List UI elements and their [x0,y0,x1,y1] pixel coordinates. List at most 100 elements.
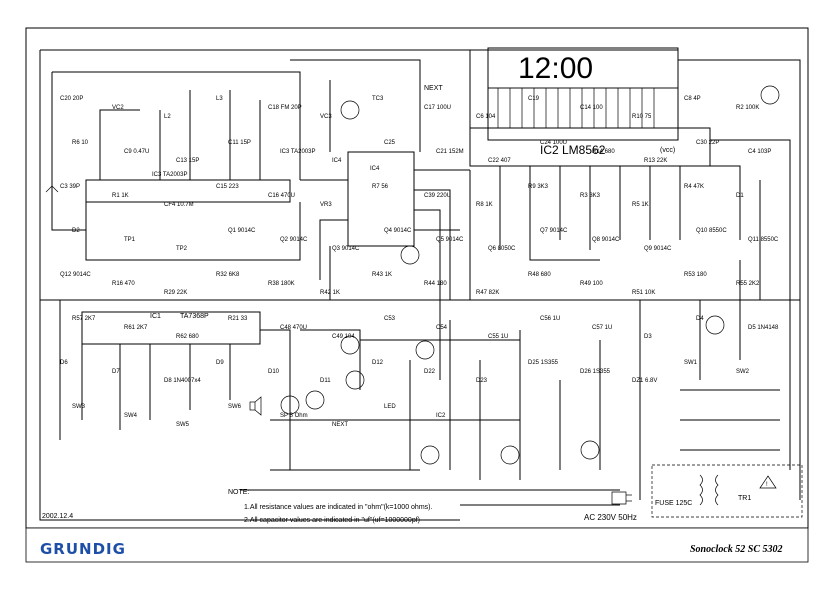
component-label: D5 1N4148 [748,325,779,331]
component-label: D9 [216,360,224,366]
antenna-icon [45,185,59,210]
transistor-symbol [400,245,420,265]
component-label: DZ1 6.8V [632,378,657,384]
component-label: VC2 [112,105,124,111]
component-label: R44 180 [424,281,447,287]
component-label: R14 680 [592,149,615,155]
warning-icon: ! [766,482,768,488]
component-label: C4 103P [748,149,771,155]
component-label: C3 39P [60,184,80,190]
component-label: D23 [476,378,488,384]
component-label: C18 FM 20P [268,105,302,111]
component-label: C8 4P [684,96,701,102]
component-label: SW6 [228,404,242,410]
component-label: D8 1N4007x4 [164,378,201,384]
ic2-vcc: (vcc) [660,147,675,154]
component-label: D1 [736,193,744,199]
transistor-symbol [760,85,780,105]
component-label: L2 [164,114,171,120]
transistor-symbol [705,315,725,335]
fuse-label: FUSE 125C [655,500,692,507]
display-time: 12:00 [518,52,593,85]
component-label: SW2 [736,369,750,375]
component-label: C56 1U [540,316,560,322]
notes-line2: 2.All capacitor values are indicated in … [244,517,420,524]
title-bar [25,527,809,563]
component-label: C54 [436,325,448,331]
component-label: C49 104 [332,334,355,340]
component-label: R38 180K [268,281,295,287]
component-label: D26 1S355 [580,369,611,375]
ic2-label: IC2 LM8562 [540,143,606,157]
component-label: L3 [216,96,223,102]
tr1-label: TR1 [738,495,751,502]
component-label: Q9 9014C [644,246,672,252]
component-label: IC3 TA2003P [280,149,315,155]
component-label: C20 20P [60,96,83,102]
ic3-block: IC3 TA2003P [85,172,291,203]
component-label: C17 100U [424,105,451,111]
model-name: Sonoclock 52 SC 5302 [690,544,783,555]
display-pins [497,88,655,128]
ic3-label: IC3 TA2003P [152,172,187,178]
transistor-symbol [415,340,435,360]
component-label: D2 [72,228,80,234]
component-label: Q12 9014C [60,272,91,278]
component-label: VR3 [320,202,332,208]
component-label: R6 10 [72,140,89,146]
power-plug [611,491,632,505]
component-label: D11 [320,378,331,384]
component-label: R43 1K [372,272,392,278]
component-label: C15 223 [216,184,239,190]
component-label: R10 75 [632,114,652,120]
component-label: Q11 8550C [748,237,779,243]
component-label: C11 15P [228,140,251,146]
component-label: R8 1K [476,202,493,208]
component-label: C6 104 [476,114,496,120]
lcd-display: 12:00 [487,47,679,141]
component-label: C55 1U [488,334,508,340]
ic4-label: IC4 [370,166,380,172]
component-label: C19 [528,96,540,102]
component-label: R32 6K8 [216,272,240,278]
transistor-symbol [280,395,300,415]
component-label: Q3 9014C [332,246,360,252]
ic4-block: IC4 [347,151,415,247]
next-label: NEXT [424,85,443,92]
component-label: SW1 [684,360,698,366]
component-label: C21 152M [436,149,464,155]
transistor-group [280,85,780,465]
component-label: C22 407 [488,158,511,164]
component-label: R51 10K [632,290,655,296]
component-label: SP 8 Ohm [280,413,308,419]
component-label: Q1 9014C [228,228,256,234]
component-label: C13 15P [176,158,199,164]
component-label: C14 100 [580,105,603,111]
component-label: R53 180 [684,272,707,278]
component-label: D12 [372,360,384,366]
ic1-part: TA7368P [180,313,209,320]
transformer: TR1 FUSE 125C ! [651,464,803,518]
component-label: VC3 [320,114,332,120]
component-label: TC3 [372,96,384,102]
power-label: AC 230V 50Hz [584,513,637,522]
component-label: NEXT [332,422,348,428]
component-label: D3 [644,334,652,340]
component-label: D22 [424,369,436,375]
transistor-symbol [500,445,520,465]
component-label: C57 1U [592,325,612,331]
component-label: C30 22P [696,140,719,146]
speaker-icon [249,396,262,416]
transistor-symbol [340,335,360,355]
component-label: Q4 9014C [384,228,412,234]
notes-line1: 1.All resistance values are indicated in… [244,504,432,511]
component-label: D6 [60,360,68,366]
component-label: Q8 9014C [592,237,620,243]
component-label: R57 2K7 [72,316,96,322]
component-label: C24 100U [540,140,567,146]
component-label: C9 0.47U [124,149,149,155]
component-label: R16 470 [112,281,135,287]
component-label: R49 100 [580,281,603,287]
date-label: 2002.12.4 [42,513,73,520]
